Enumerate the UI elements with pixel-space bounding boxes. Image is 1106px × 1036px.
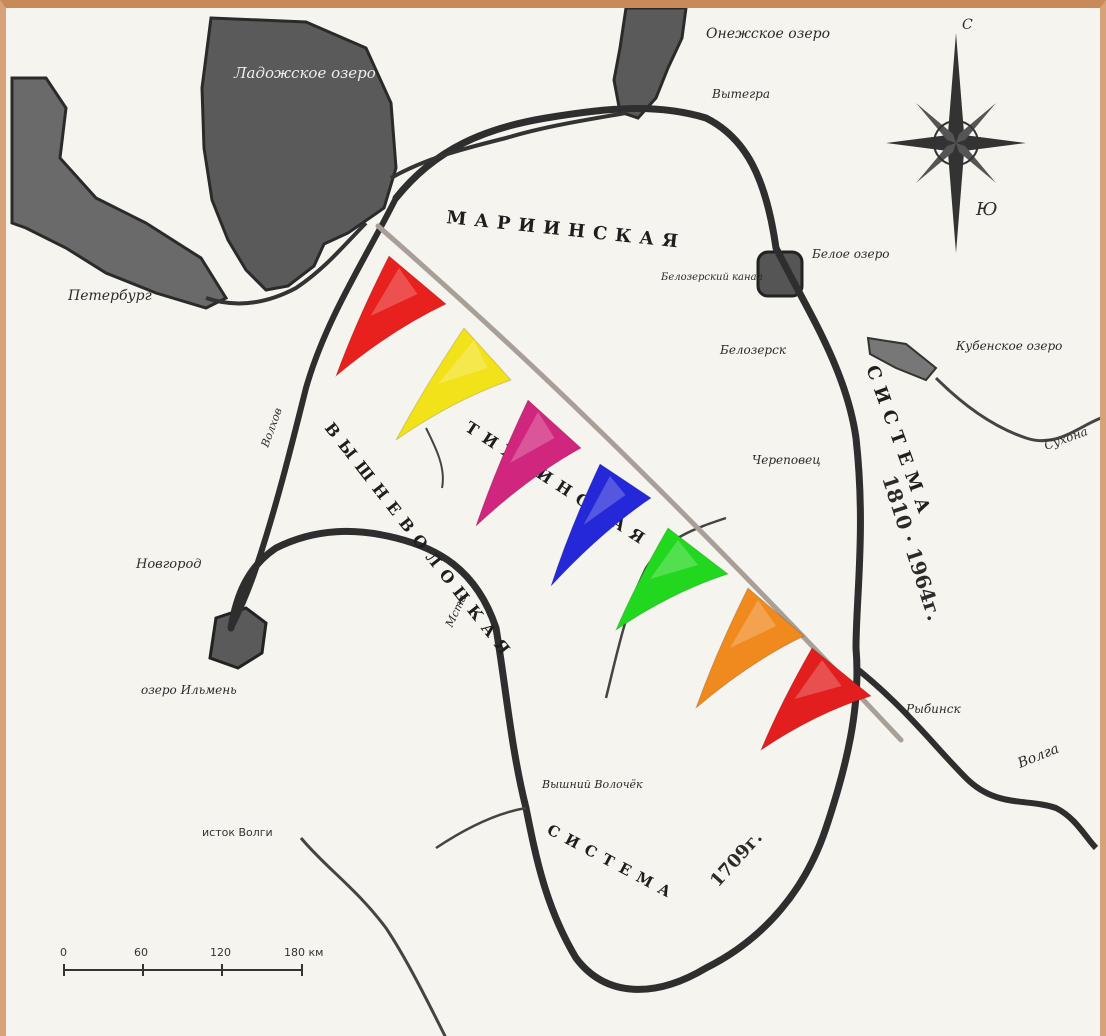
label-novgorod: Новгород bbox=[135, 557, 202, 572]
scale-tick-3: 180 км bbox=[284, 946, 323, 959]
label-year-bottom: 1709г. bbox=[706, 827, 767, 891]
scale-tick-0: 0 bbox=[60, 946, 67, 959]
label-volkhov: Волхов bbox=[258, 406, 285, 450]
bunting-flags bbox=[334, 255, 873, 752]
river-neva bbox=[205, 221, 368, 306]
river-volga-source bbox=[299, 837, 447, 1036]
lake-kubenskoe bbox=[866, 336, 938, 382]
compass-rose-icon: С Ю bbox=[886, 17, 1026, 253]
label-cherepovets: Череповец bbox=[752, 453, 821, 467]
river-sukhona bbox=[934, 376, 1100, 443]
bunting-flag bbox=[694, 587, 805, 710]
label-mariinskaya: МАРИИНСКАЯ bbox=[445, 207, 686, 253]
gulf-of-finland bbox=[10, 76, 229, 310]
waterway-outer-loop bbox=[227, 105, 864, 993]
bunting-flag bbox=[395, 327, 512, 441]
label-vyshnevolotskaya: ВЫШНЕВОЛОЦКАЯ bbox=[321, 419, 519, 665]
lake-ilmen bbox=[208, 606, 268, 670]
bunting-flag-highlight bbox=[510, 412, 555, 463]
bunting-flag-highlight bbox=[583, 476, 626, 525]
label-ilmen: озеро Ильмень bbox=[141, 683, 237, 697]
label-vyshny-volochek: Вышний Волочёк bbox=[541, 778, 643, 791]
lake-onega bbox=[612, 8, 688, 120]
bunting-flag-highlight bbox=[370, 268, 418, 316]
river-inner-2 bbox=[425, 427, 444, 489]
lake-ladoga bbox=[200, 16, 398, 292]
label-volga-source: исток Волги bbox=[202, 826, 273, 839]
map-canvas: С Ю Ладожское озеро Онежское озеро Вытег… bbox=[10, 8, 1100, 1036]
river-volga bbox=[854, 665, 1099, 851]
label-vytegra: Вытегра bbox=[711, 87, 770, 101]
scale-tick-2: 120 bbox=[210, 946, 231, 959]
label-rybinsk: Рыбинск bbox=[905, 702, 962, 716]
bunting-flag bbox=[475, 399, 582, 527]
bunting-flag-highlight bbox=[438, 340, 488, 384]
label-sukhona: Сухона bbox=[1042, 424, 1089, 453]
compass-north: С bbox=[962, 17, 973, 33]
bunting-flag bbox=[759, 647, 873, 752]
scale-tick-1: 60 bbox=[134, 946, 148, 959]
compass-south: Ю bbox=[975, 199, 997, 220]
bunting-flag bbox=[614, 527, 730, 632]
waterway-west bbox=[228, 196, 399, 630]
river-svir bbox=[390, 111, 627, 180]
bunting-flag-highlight bbox=[730, 600, 776, 648]
bunting-flag-highlight bbox=[794, 660, 842, 699]
label-belozersk: Белозерск bbox=[719, 343, 787, 357]
scale-bar: 0 60 120 180 км bbox=[60, 946, 323, 976]
river-tvertsa bbox=[435, 806, 527, 850]
label-petersburg: Петербург bbox=[67, 288, 152, 304]
label-ladoga: Ладожское озеро bbox=[233, 64, 376, 82]
label-belozersky: Белозерский канал bbox=[660, 272, 763, 283]
label-sistema-bottom: СИСТЕМА bbox=[544, 821, 681, 905]
bunting-flag bbox=[550, 463, 652, 587]
bunting-flag-highlight bbox=[650, 540, 698, 579]
bunting-flag bbox=[334, 255, 447, 378]
label-onega: Онежское озеро bbox=[706, 26, 830, 42]
label-volga: Волга bbox=[1015, 741, 1062, 772]
label-beloe: Белое озеро bbox=[811, 247, 889, 261]
label-kubenskoe: Кубенское озеро bbox=[955, 339, 1062, 353]
